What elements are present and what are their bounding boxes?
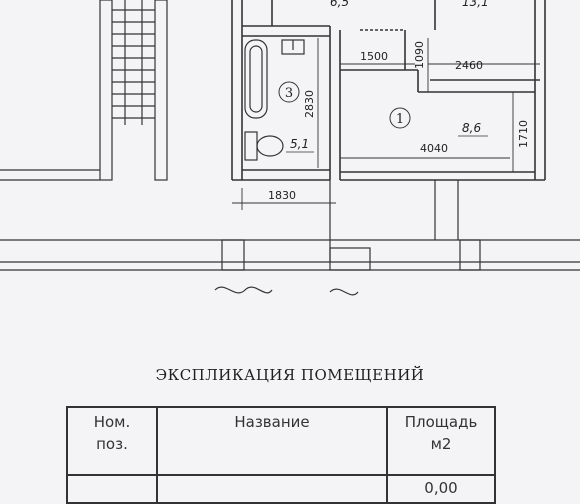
top-cut-area-right: 13,1	[462, 0, 489, 9]
top-cut-area-left: 6,5	[330, 0, 349, 9]
stair-wall-left	[99, 0, 113, 181]
toilet	[244, 131, 284, 161]
room-1-area: 8,6	[462, 121, 481, 135]
table-header-row: Ном. поз. Название Площадь м2	[66, 406, 496, 476]
stair-steps	[112, 9, 155, 119]
room-number-3: 3	[285, 86, 293, 101]
stair-wall-right	[154, 0, 168, 181]
room-number-1: 1	[396, 112, 404, 127]
dim-1500: 1500	[360, 50, 388, 63]
header-num: Ном. поз.	[66, 406, 158, 476]
explication-title: ЭКСПЛИКАЦИЯ ПОМЕЩЕНИЙ	[155, 366, 425, 384]
table-cell-name	[156, 474, 388, 504]
bathtub	[244, 39, 268, 119]
dim-1710: 1710	[517, 120, 530, 148]
floor-plan: 3 1 5,1 8,6 1500 2460 1090 2830 1710 404…	[0, 0, 580, 296]
table-cell-num	[66, 474, 158, 504]
table-row: 0,00	[66, 474, 496, 504]
explication-table: Ном. поз. Название Площадь м2 0,00	[66, 406, 496, 504]
table-cell-area: 0,00	[386, 474, 496, 504]
dim-1830: 1830	[268, 189, 296, 202]
room-3-area: 5,1	[290, 137, 309, 151]
dim-2830: 2830	[303, 90, 316, 118]
dim-1090: 1090	[413, 41, 426, 69]
dim-4040: 4040	[420, 142, 448, 155]
header-area: Площадь м2	[386, 406, 496, 476]
apartment-walls	[231, 0, 546, 181]
header-name: Название	[156, 406, 388, 476]
dim-2460: 2460	[455, 59, 483, 72]
